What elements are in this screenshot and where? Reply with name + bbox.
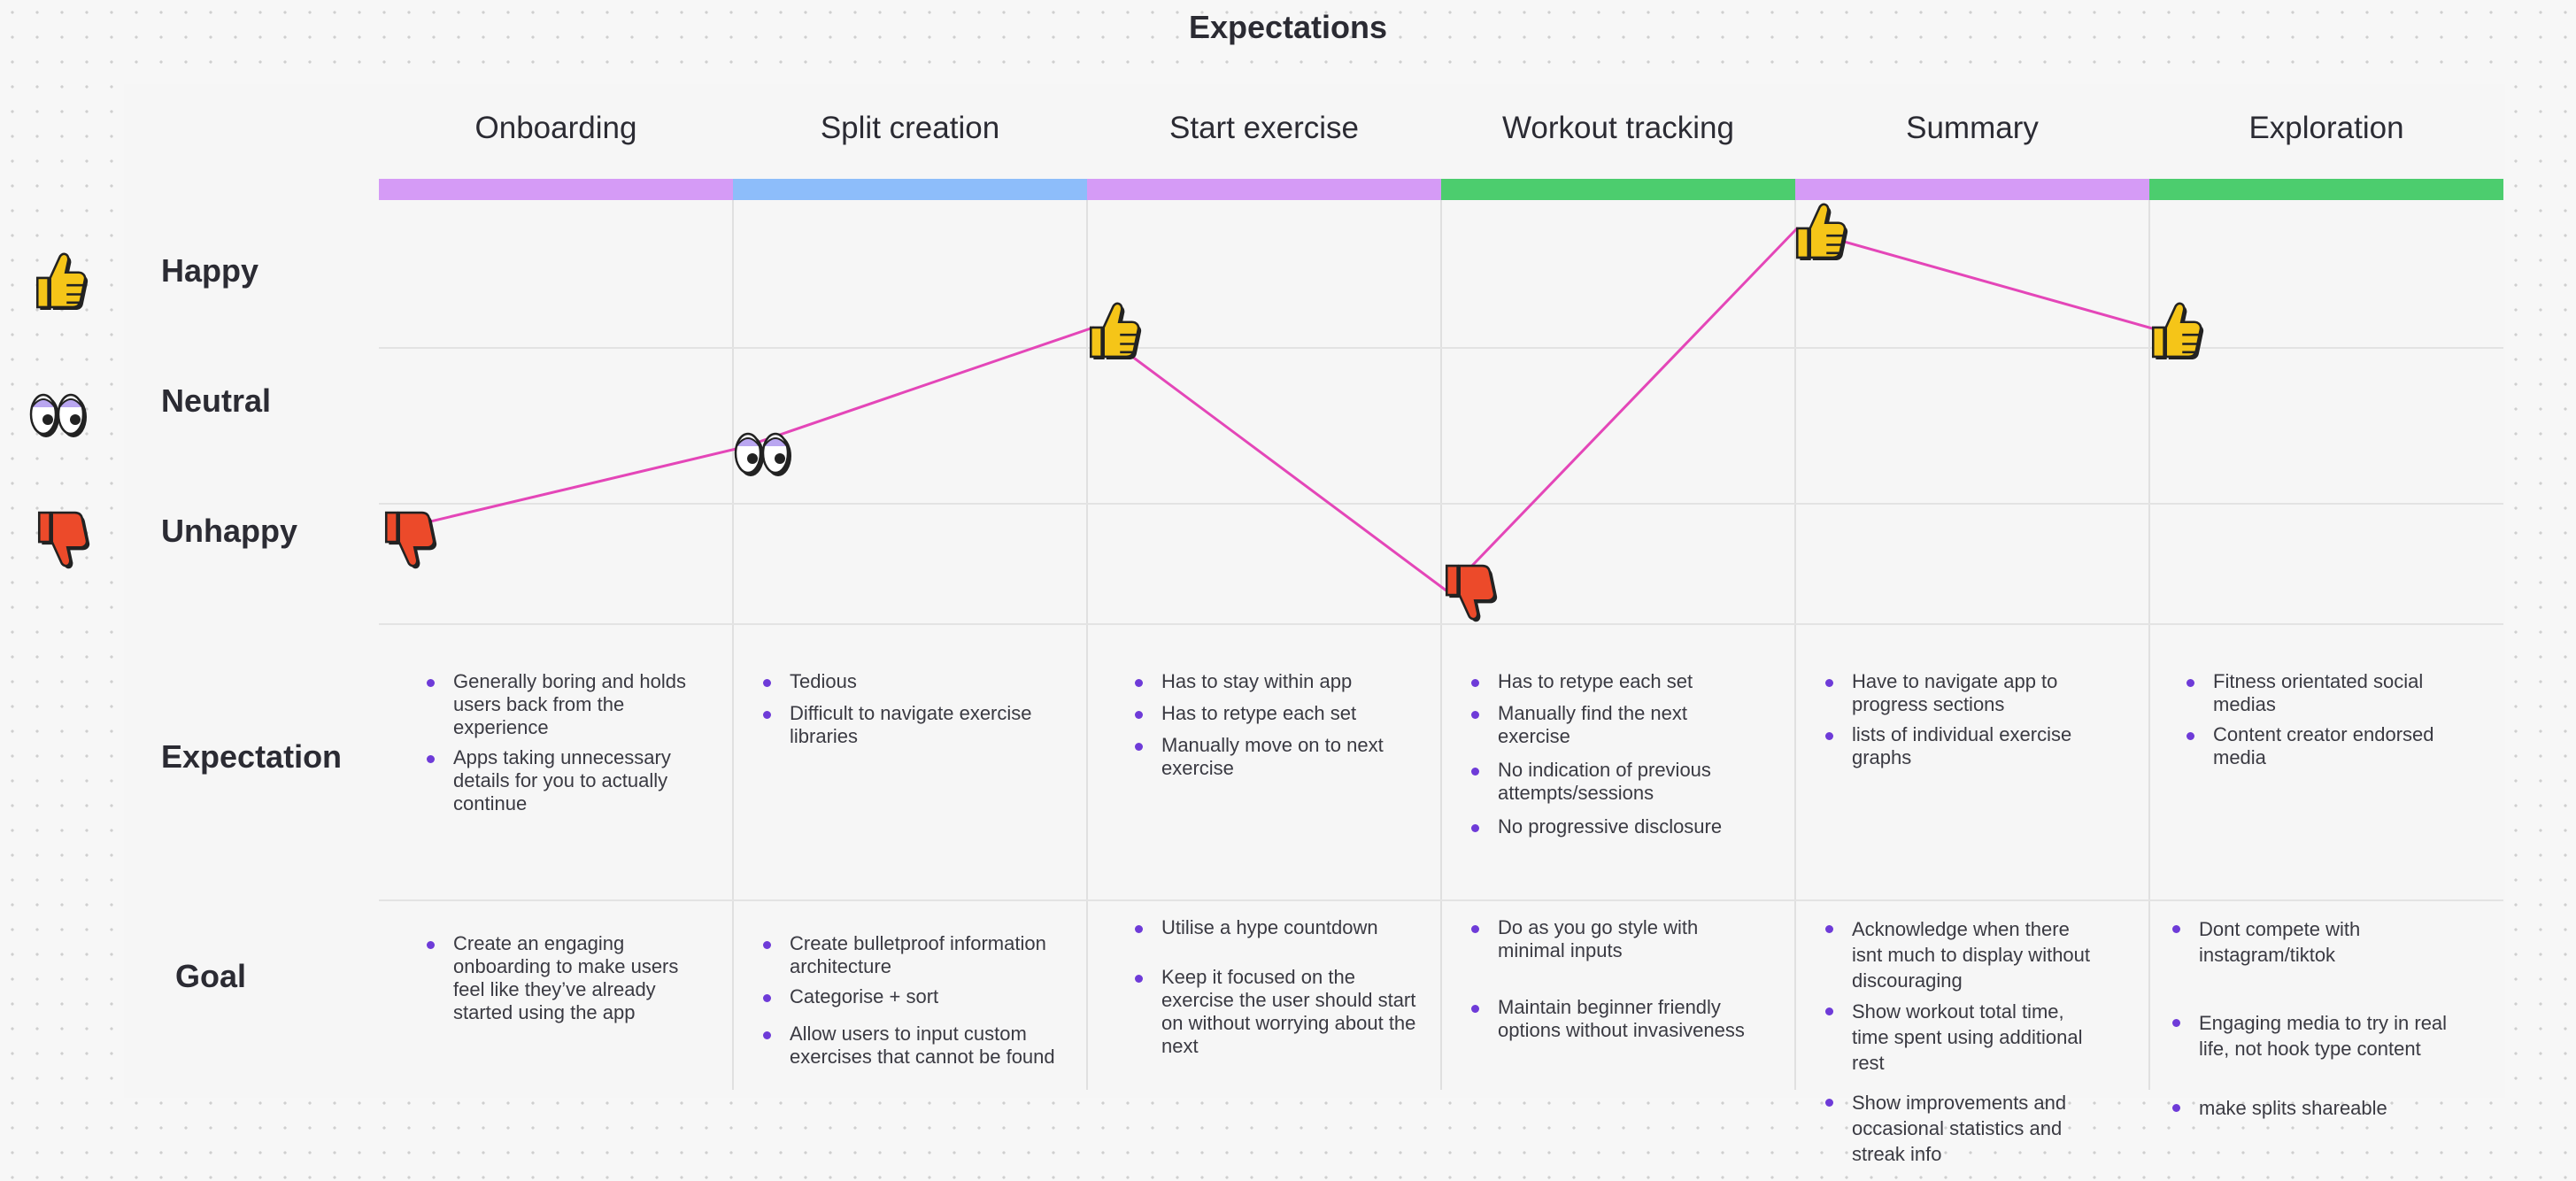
list-item: Difficult to navigate exercise libraries — [763, 702, 1055, 748]
list-item: make splits shareable — [2172, 1095, 2456, 1121]
phase-bar-workout-tracking — [1441, 179, 1795, 200]
list-item: Acknowledge when there isnt much to disp… — [1825, 916, 2100, 993]
goal-cell-exploration: Dont compete with instagram/tiktok Engag… — [2172, 916, 2456, 1121]
row-divider — [379, 347, 2503, 349]
phase-title-summary: Summary — [1906, 111, 2039, 145]
list-item: Dont compete with instagram/tiktok — [2172, 916, 2456, 968]
list-item: Content creator endorsed media — [2187, 723, 2470, 769]
thumbs-down-icon — [37, 511, 90, 569]
onboarding-thumbs-down-icon — [384, 511, 437, 569]
exploration-thumbs-up-icon — [2151, 302, 2204, 360]
row-divider — [379, 899, 2503, 901]
split-creation-eyes-icon — [734, 432, 791, 476]
list-item: Has to retype each set — [1135, 702, 1418, 725]
start-exercise-thumbs-up-icon — [1089, 302, 1142, 360]
goal-cell-summary: Acknowledge when there isnt much to disp… — [1825, 916, 2100, 1167]
column-divider — [1086, 200, 1088, 1090]
list-item: Allow users to input custom exercises th… — [763, 1023, 1055, 1068]
list-item: Have to navigate app to progress section… — [1825, 670, 2100, 716]
phase-title-exploration: Exploration — [2248, 111, 2404, 145]
thumbs-up-icon — [35, 252, 89, 311]
emotion-line — [389, 227, 2156, 593]
column-divider — [1440, 200, 1442, 1090]
list-item: lists of individual exercise graphs — [1825, 723, 2100, 769]
list-item: Do as you go style with minimal inputs — [1471, 916, 1755, 962]
list-item: Has to retype each set — [1471, 670, 1755, 693]
expectation-cell-onboarding: Generally boring and holds users back fr… — [427, 670, 710, 815]
journey-board — [124, 84, 2505, 1098]
row-divider — [379, 503, 2503, 505]
list-item: Tedious — [763, 670, 1055, 693]
list-item: Maintain beginner friendly options witho… — [1471, 996, 1755, 1042]
row-label-unhappy: Unhappy — [161, 513, 298, 549]
phase-bar-exploration — [2149, 179, 2503, 200]
phase-title-onboarding: Onboarding — [474, 111, 637, 145]
list-item: Engaging media to try in real life, not … — [2172, 1010, 2456, 1061]
row-label-goal: Goal — [175, 958, 247, 994]
list-item: Create bulletproof information architect… — [763, 932, 1055, 978]
row-label-neutral: Neutral — [161, 382, 272, 419]
phase-bar-summary — [1795, 179, 2149, 200]
goal-cell-start-exercise: Utilise a hype countdown Keep it focused… — [1135, 916, 1418, 1058]
column-divider — [2148, 200, 2150, 1090]
list-item: Has to stay within app — [1135, 670, 1418, 693]
list-item: Keep it focused on the exercise the user… — [1135, 966, 1418, 1058]
page-title: Expectations — [1188, 9, 1388, 45]
phase-bar-onboarding — [379, 179, 733, 200]
list-item: Manually move on to next exercise — [1135, 734, 1418, 780]
list-item: Generally boring and holds users back fr… — [427, 670, 710, 739]
phase-title-start-exercise: Start exercise — [1169, 111, 1359, 145]
expectation-cell-split-creation: Tedious Difficult to navigate exercise l… — [763, 670, 1055, 748]
list-item: Manually find the next exercise — [1471, 702, 1755, 748]
expectation-cell-exploration: Fitness orientated social medias Content… — [2187, 670, 2470, 769]
list-item: Show improvements and occasional statist… — [1825, 1090, 2100, 1167]
expectation-cell-summary: Have to navigate app to progress section… — [1825, 670, 2100, 769]
eyes-icon — [29, 393, 87, 437]
list-item: Categorise + sort — [763, 985, 1055, 1008]
list-item: Fitness orientated social medias — [2187, 670, 2470, 716]
column-divider — [732, 200, 734, 1090]
expectation-cell-start-exercise: Has to stay within app Has to retype eac… — [1135, 670, 1418, 780]
workout-tracking-thumbs-down-icon — [1445, 564, 1498, 622]
goal-cell-workout-tracking: Do as you go style with minimal inputs M… — [1471, 916, 1755, 1042]
phase-bar-split-creation — [733, 179, 1087, 200]
phase-title-workout-tracking: Workout tracking — [1502, 111, 1734, 145]
row-divider — [379, 623, 2503, 625]
summary-thumbs-up-icon — [1795, 203, 1848, 261]
row-label-expectation: Expectation — [161, 738, 343, 775]
list-item: Utilise a hype countdown — [1135, 916, 1418, 939]
expectation-cell-workout-tracking: Has to retype each set Manually find the… — [1471, 670, 1755, 838]
list-item: Show workout total time, time spent usin… — [1825, 999, 2100, 1076]
phase-bar-start-exercise — [1087, 179, 1441, 200]
phase-title-split-creation: Split creation — [820, 111, 1000, 145]
list-item: Create an engaging onboarding to make us… — [427, 932, 710, 1024]
list-item: No progressive disclosure — [1471, 815, 1755, 838]
column-divider — [1794, 200, 1796, 1090]
list-item: Apps taking unnecessary details for you … — [427, 746, 710, 815]
goal-cell-onboarding: Create an engaging onboarding to make us… — [427, 932, 710, 1024]
list-item: No indication of previous attempts/sessi… — [1471, 759, 1755, 805]
row-label-happy: Happy — [161, 252, 259, 289]
goal-cell-split-creation: Create bulletproof information architect… — [763, 932, 1055, 1069]
